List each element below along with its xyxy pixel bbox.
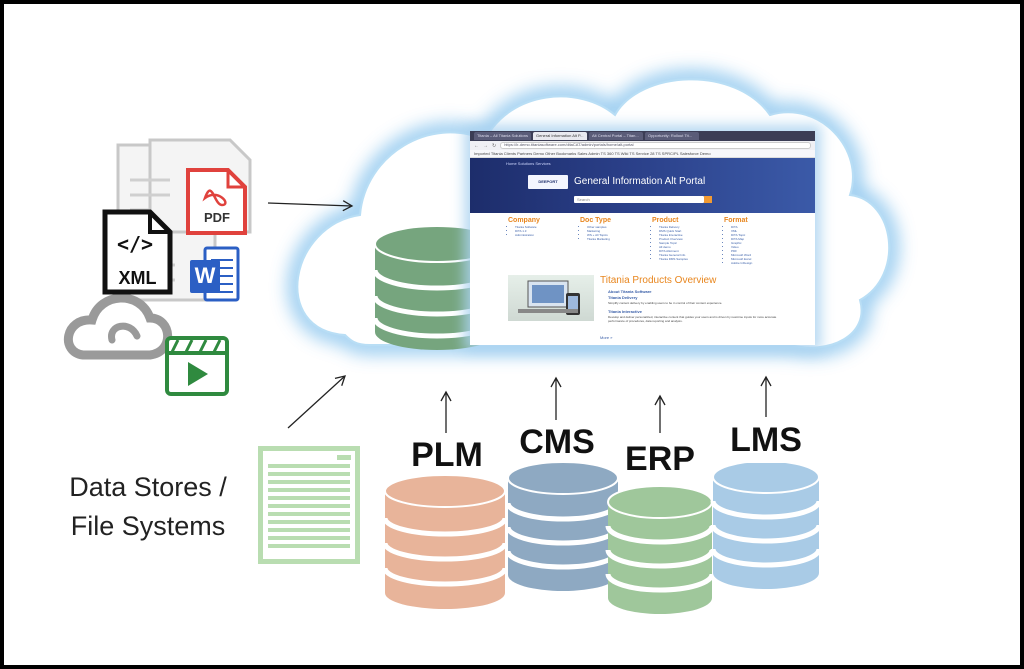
xml-label: XML: [118, 268, 157, 288]
lms-database-icon: [710, 460, 822, 589]
category-item[interactable]: Microsoft Word: [731, 253, 772, 257]
data-stores-line1: Data Stores /: [69, 472, 227, 502]
category-item[interactable]: All demo: [659, 245, 700, 249]
browser-tab[interactable]: General Information Alt P...: [533, 132, 587, 140]
word-letter: W: [194, 263, 216, 288]
category-doc-type: Doc Type Other samples Marketing WS + Al…: [580, 217, 628, 265]
lms-label: LMS: [722, 417, 810, 463]
bookmarks-bar[interactable]: Imported Titania Clients Partners Demo O…: [470, 150, 815, 158]
data-stores-label: Data Stores / File Systems: [38, 468, 258, 546]
category-item[interactable]: Graphic: [731, 241, 772, 245]
browser-tab[interactable]: Opportunity: Rollout Tit...: [645, 132, 699, 140]
category-item[interactable]: XML: [731, 229, 772, 233]
browser-tab[interactable]: Titania – All Titania Solutions: [474, 132, 531, 140]
category-item[interactable]: Product Overview: [659, 237, 700, 241]
category-item[interactable]: WS + All Topics: [587, 233, 628, 237]
devices-image: [518, 280, 580, 315]
products-overview: Titania Products Overview About Titania …: [508, 275, 808, 341]
browser-tab-bar: Titania – All Titania Solutions General …: [470, 131, 815, 141]
word-file-icon: [190, 246, 240, 302]
category-item[interactable]: DITA Map: [731, 237, 772, 241]
category-item[interactable]: PDF: [731, 249, 772, 253]
category-item[interactable]: DITA: [731, 225, 772, 229]
plm-label: PLM: [406, 434, 488, 476]
category-item[interactable]: Titania Delivery: [659, 225, 700, 229]
overview-more-link[interactable]: More »: [600, 335, 613, 340]
category-item[interactable]: Marketing: [587, 229, 628, 233]
category-company: Company Titania Software DITA 1.3 Admini…: [508, 217, 556, 265]
category-item[interactable]: DITA 1.3: [515, 229, 556, 233]
category-item[interactable]: Titania Marketing: [587, 237, 628, 241]
category-heading[interactable]: Format: [724, 217, 748, 224]
category-format: Format DITA XML DITA Topic DITA Map Grap…: [724, 217, 772, 265]
category-heading[interactable]: Product: [652, 217, 679, 224]
portal-title: General Information Alt Portal: [574, 176, 706, 187]
search-button[interactable]: [704, 196, 712, 203]
cms-label: CMS: [512, 421, 602, 463]
category-item[interactable]: Sample Topic: [659, 241, 700, 245]
document-icon: [258, 446, 360, 564]
overview-link[interactable]: Titania Delivery: [608, 295, 638, 300]
erp-database-icon: [605, 485, 715, 614]
overview-title: Titania Products Overview: [600, 275, 717, 286]
pdf-file-icon: [186, 168, 247, 235]
category-item[interactable]: Microsoft Excel: [731, 257, 772, 261]
portal-logo: DEEPORT: [528, 175, 568, 189]
overview-link[interactable]: About Titania Software: [608, 289, 652, 294]
back-icon[interactable]: ←: [474, 142, 479, 149]
overview-text: Simplify content delivery by enabling us…: [608, 301, 723, 305]
portal-search-input[interactable]: Search: [574, 196, 704, 203]
forward-icon[interactable]: →: [483, 142, 488, 149]
data-stores-line2: File Systems: [70, 511, 226, 541]
xml-symbol: </>: [116, 232, 154, 256]
portal-categories: Company Titania Software DITA 1.3 Admini…: [470, 213, 815, 265]
category-heading[interactable]: Doc Type: [580, 217, 611, 224]
category-item[interactable]: DITA Allotment: [659, 249, 700, 253]
address-bar: ← → ↻ https://ir-demo.titaniasoftware.co…: [470, 141, 815, 150]
cloud-database-icon: [372, 225, 502, 350]
arrow-document-to-cloud: [287, 375, 346, 429]
xml-file-icon: [102, 209, 173, 295]
video-file-icon: [165, 336, 229, 396]
arrows: [267, 200, 772, 433]
category-item[interactable]: Titania DMS Samples: [659, 257, 700, 261]
overview-link[interactable]: Titania Interactive: [608, 309, 642, 314]
category-item[interactable]: Administration: [515, 233, 556, 237]
portal-nav[interactable]: Home Solutions Services: [506, 161, 551, 166]
pdf-label: PDF: [204, 210, 230, 225]
category-item[interactable]: Video: [731, 245, 772, 249]
portal-screenshot: Titania – All Titania Solutions General …: [470, 131, 815, 345]
portal-header: Home Solutions Services DEEPORT General …: [470, 158, 815, 213]
category-item[interactable]: Titania General Info: [659, 253, 700, 257]
category-item[interactable]: Adobe InDesign: [731, 261, 772, 265]
browser-tab[interactable]: Alt Central Portal – Titan...: [589, 132, 643, 140]
plm-database-icon: [382, 474, 508, 609]
url-field[interactable]: https://ir-demo.titaniasoftware.com/dita…: [500, 142, 811, 149]
category-item[interactable]: DITA Topic: [731, 233, 772, 237]
arrow-files-to-cloud: [267, 200, 354, 212]
category-product: Product Titania Delivery DMS Quick Start…: [652, 217, 700, 265]
category-item[interactable]: Titania Software: [515, 225, 556, 229]
cms-database-icon: [505, 461, 621, 591]
erp-label: ERP: [620, 434, 700, 484]
overview-text: Develop and deliver personalized, intera…: [608, 315, 777, 323]
category-heading[interactable]: Company: [508, 217, 540, 224]
category-item[interactable]: Other samples: [587, 225, 628, 229]
category-item[interactable]: Titania Interactive: [659, 233, 700, 237]
creative-cloud-icon: [63, 293, 173, 360]
overview-image: [508, 275, 594, 321]
reload-icon[interactable]: ↻: [492, 142, 497, 149]
category-item[interactable]: DMS Quick Start: [659, 229, 700, 233]
